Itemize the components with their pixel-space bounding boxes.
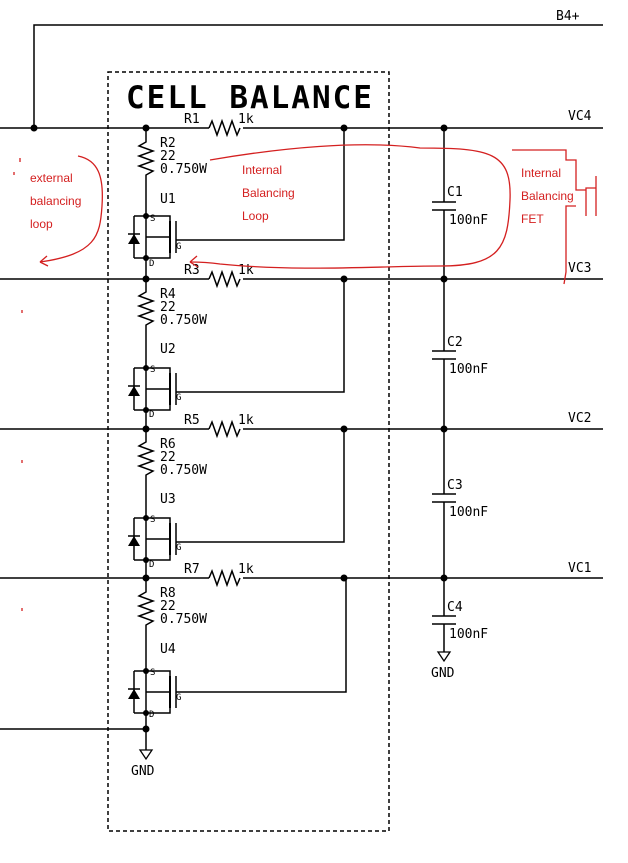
vc2-label: VC2 — [568, 411, 591, 426]
u1-pin-d: D — [149, 259, 154, 269]
c1-ref: C1 — [447, 185, 463, 200]
c4-ref: C4 — [447, 600, 463, 615]
cell-balance-box — [107, 71, 390, 832]
r1-value: 1k — [238, 112, 254, 127]
r7-value: 1k — [238, 562, 254, 577]
c2-value: 100nF — [449, 362, 488, 377]
vc3-label: VC3 — [568, 261, 591, 276]
u3-pin-s: S — [150, 515, 155, 525]
u3-pin-g: G — [176, 543, 181, 553]
u2-pin-s: S — [150, 365, 155, 375]
b4-label: B4+ — [556, 9, 580, 24]
balance-cell-4 — [128, 578, 347, 761]
u4-pin-g: G — [176, 693, 181, 703]
u2-pin-g: G — [176, 393, 181, 403]
gnd-label-left: GND — [131, 764, 155, 779]
c3-ref: C3 — [447, 478, 463, 493]
external-loop-line-3: loop — [30, 217, 53, 231]
u2-ref: U2 — [160, 342, 176, 357]
r6-value: 22 — [160, 450, 176, 465]
r3-ref: R3 — [184, 263, 200, 278]
r4-value: 22 — [160, 300, 176, 315]
r4-ref: R4 — [160, 287, 176, 302]
cell-balance-title: CELL BALANCE — [126, 80, 374, 116]
u4-pin-d: D — [149, 710, 154, 720]
u3-ref: U3 — [160, 492, 176, 507]
internal-fet-line-1: Internal — [521, 166, 561, 180]
capacitor-column — [432, 128, 456, 663]
annotation-strokes — [13, 144, 597, 611]
r6-ref: R6 — [160, 437, 176, 452]
series-resistor-zigzags — [208, 118, 243, 588]
internal-fet-line-2: Balancing — [521, 189, 574, 203]
c4-value: 100nF — [449, 627, 488, 642]
r5-ref: R5 — [184, 413, 200, 428]
b4-wire — [33, 24, 603, 128]
balance-cell-2 — [128, 279, 345, 429]
r5-value: 1k — [238, 413, 254, 428]
vc1-label: VC1 — [568, 561, 591, 576]
r8-value: 22 — [160, 599, 176, 614]
r7-ref: R7 — [184, 562, 200, 577]
r6-power: 0.750W — [160, 463, 207, 478]
r2-power: 0.750W — [160, 162, 207, 177]
internal-fet-line-3: FET — [521, 212, 544, 226]
c1-value: 100nF — [449, 213, 488, 228]
u4-ref: U4 — [160, 642, 176, 657]
internal-loop-line-1: Internal — [242, 163, 282, 177]
u1-pin-s: S — [150, 214, 155, 224]
balance-cell-1 — [128, 128, 345, 279]
external-loop-arrow — [39, 155, 104, 263]
balance-cell-3 — [128, 429, 345, 578]
external-loop-line-1: external — [30, 171, 73, 185]
internal-fet-bracket — [512, 149, 597, 285]
u4-pin-s: S — [150, 668, 155, 678]
r2-ref: R2 — [160, 136, 176, 151]
u2-pin-d: D — [149, 410, 154, 420]
vc4-label: VC4 — [568, 109, 592, 124]
internal-loop-arrow — [189, 144, 511, 269]
r8-ref: R8 — [160, 586, 176, 601]
external-loop-line-2: balancing — [30, 194, 81, 208]
u3-pin-d: D — [149, 560, 154, 570]
c2-ref: C2 — [447, 335, 463, 350]
r2-value: 22 — [160, 149, 176, 164]
u1-ref: U1 — [160, 192, 176, 207]
r8-power: 0.750W — [160, 612, 207, 627]
internal-loop-line-3: Loop — [242, 209, 269, 223]
c3-value: 100nF — [449, 505, 488, 520]
u1-pin-g: G — [176, 242, 181, 252]
gnd-label-right: GND — [431, 666, 455, 681]
r1-ref: R1 — [184, 112, 200, 127]
r4-power: 0.750W — [160, 313, 207, 328]
internal-loop-line-2: Balancing — [242, 186, 295, 200]
